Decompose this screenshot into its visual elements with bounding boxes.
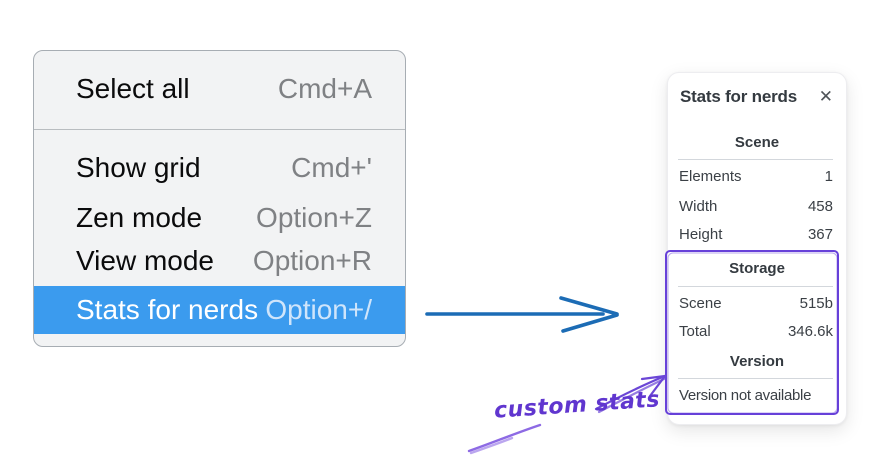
stat-row-scene-storage: Scene 515b [679, 293, 833, 313]
right-arrow-icon [425, 296, 619, 333]
menu-item-shortcut: Option+R [252, 245, 372, 276]
menu-item-label: Show grid [76, 152, 201, 183]
stat-row-width: Width 458 [679, 196, 833, 216]
stats-panel-title: Stats for nerds [680, 87, 797, 106]
stats-panel-header: Stats for nerds ✕ [680, 87, 836, 107]
stat-label: Total [679, 322, 711, 340]
menu-item-view-mode[interactable]: View mode Option+R [34, 241, 405, 281]
section-heading-scene: Scene [734, 134, 780, 151]
stat-value: 458 [807, 197, 833, 215]
stat-label: Scene [679, 294, 722, 312]
stat-label: Width [679, 197, 718, 215]
close-icon[interactable]: ✕ [816, 88, 836, 107]
stat-value: 367 [807, 225, 833, 243]
annotation-label: custom stats [493, 387, 661, 424]
annotation-tail-stroke [467, 423, 542, 455]
stat-row-height: Height 367 [679, 224, 833, 244]
section-divider [678, 286, 833, 287]
stat-value: 1 [824, 167, 833, 185]
stat-label: Height [679, 225, 723, 243]
stats-panel: Stats for nerds ✕ Scene Elements 1 Width… [667, 72, 847, 425]
stat-row-elements: Elements 1 [679, 166, 833, 186]
menu-item-shortcut: Cmd+A [277, 73, 372, 104]
menu-item-show-grid[interactable]: Show grid Cmd+' [34, 148, 405, 188]
menu-item-label: View mode [76, 245, 215, 276]
menu-item-zen-mode[interactable]: Zen mode Option+Z [34, 198, 405, 238]
version-note: Version not available [679, 387, 812, 404]
menu-item-select-all[interactable]: Select all Cmd+A [34, 69, 405, 109]
menu-item-label: Zen mode [76, 202, 203, 233]
menu-item-label: Stats for nerds [76, 294, 259, 325]
section-heading-version: Version [729, 353, 785, 370]
menu-item-shortcut: Option+/ [265, 294, 372, 325]
stat-label: Elements [679, 167, 742, 185]
context-menu: Select all Cmd+A Show grid Cmd+' Zen mod… [33, 50, 406, 347]
menu-item-shortcut: Option+Z [256, 202, 372, 233]
menu-item-stats-for-nerds[interactable]: Stats for nerds Option+/ [34, 286, 405, 334]
menu-divider [34, 129, 405, 130]
menu-item-label: Select all [76, 73, 190, 104]
stat-value: 515b [799, 294, 833, 312]
section-divider [678, 159, 833, 160]
stat-value: 346.6k [787, 322, 833, 340]
section-heading-storage: Storage [729, 260, 785, 277]
menu-item-shortcut: Cmd+' [291, 152, 372, 183]
section-divider [678, 378, 833, 379]
stat-row-total-storage: Total 346.6k [679, 321, 833, 341]
